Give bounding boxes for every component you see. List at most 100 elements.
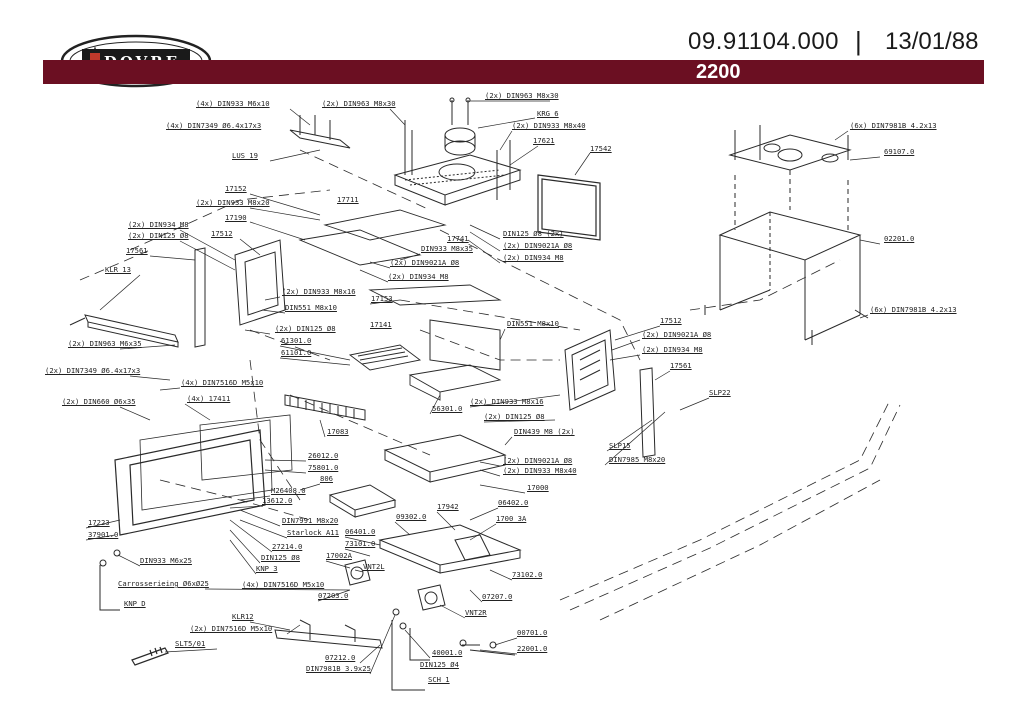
part-label: 22001.0 — [517, 644, 548, 653]
part-label: 17153 — [371, 294, 393, 303]
title-band — [43, 60, 984, 84]
part-label: DIN125 Ø4 — [420, 660, 459, 669]
part-label: 17741 — [447, 234, 469, 243]
bolts-top — [404, 97, 511, 200]
rail-klr13 — [69, 314, 179, 348]
part-label: 37901.0 — [88, 530, 119, 539]
part-label: DIN933 M8x35 — [421, 244, 473, 253]
part-label: 61101.0 — [281, 348, 312, 357]
glass-panel — [537, 174, 601, 241]
part-label: (2x) DIN933 M8x16 — [470, 397, 544, 406]
part-label: 17002A — [326, 551, 352, 560]
part-label: SCH 1 — [428, 675, 450, 684]
part-label: 17542 — [590, 144, 612, 153]
part-label: KRG 6 — [537, 109, 559, 118]
part-label: DIN125 Ø8 (2x) — [503, 229, 564, 238]
part-label: 07207.0 — [482, 592, 513, 601]
part-label: KNP D — [124, 599, 146, 608]
part-label: 17621 — [533, 136, 555, 145]
part-label: (4x) 17411 — [187, 394, 231, 403]
part-label: 06402.0 — [498, 498, 529, 507]
part-label: SLT5/01 — [175, 639, 206, 648]
screws-misc — [99, 549, 516, 691]
grate-parts — [348, 344, 502, 401]
part-label: 17711 — [337, 195, 359, 204]
part-label: (2x) DIN7516D M5x10 — [190, 624, 273, 633]
part-label: (2x) DIN933 M8x20 — [196, 198, 270, 207]
part-label: (6x) DIN7981B 4.2x13 — [850, 121, 937, 130]
part-label: (2x) DIN934 M8 — [503, 253, 564, 262]
part-label: (2x) DIN125 Ø8 — [275, 324, 336, 333]
part-label: (2x) DIN934 M8 — [388, 272, 449, 281]
part-label: (2x) DIN933 M8x40 — [503, 466, 577, 475]
part-label: (2x) DIN125 Ø8 — [484, 412, 545, 421]
part-label: (2x) DIN660 Ø6x35 — [62, 397, 136, 406]
document-date: 13/01/88 — [885, 28, 979, 55]
part-label: (2x) DIN933 M8x40 — [512, 121, 586, 130]
side-plate-17141 — [429, 319, 501, 371]
part-label: DIN933 M6x25 — [140, 556, 192, 565]
part-label: DIN551 M8x10 — [507, 319, 559, 328]
part-label: (2x) DIN9021A Ø8 — [642, 330, 712, 339]
part-label: 17561 — [126, 246, 148, 255]
ash-pan-806 — [328, 484, 397, 518]
part-label: (2x) DIN125 Ø8 — [128, 231, 189, 240]
header-separator: | — [855, 26, 862, 56]
leader-lines — [85, 100, 881, 675]
part-label: 02201.0 — [884, 234, 915, 243]
part-label: DIN7991 M8x20 — [282, 516, 339, 525]
part-label: 07203.0 — [318, 591, 349, 600]
part-label: 00701.0 — [517, 628, 548, 637]
part-label: (4x) DIN7349 Ø6.4x17x3 — [166, 121, 262, 130]
part-label: (6x) DIN7981B 4.2x13 — [870, 305, 957, 314]
baffle-plates — [298, 209, 502, 306]
part-label: (2x) DIN9021A Ø8 — [390, 258, 460, 267]
part-label: (2x) DIN9021A Ø8 — [503, 456, 573, 465]
top-cover-69107 — [728, 125, 852, 171]
part-label: 17223 — [88, 518, 110, 527]
tool-slt5 — [131, 646, 169, 666]
part-label: 73102.0 — [512, 570, 543, 579]
part-label: 17512 — [211, 229, 233, 238]
part-label: M26408.0 — [271, 486, 306, 495]
document-number: 09.91104.000 — [688, 28, 840, 55]
part-label: (4x) DIN933 M6x10 — [196, 99, 270, 108]
mantle-02201 — [704, 170, 869, 345]
part-label: (2x) DIN963 M6x35 — [68, 339, 142, 348]
part-label: DIN125 Ø8 — [261, 553, 300, 562]
part-label: VNT2R — [465, 608, 487, 617]
part-label: LUS 19 — [232, 151, 258, 160]
bracket-lus19 — [289, 115, 351, 149]
right-side-frame — [564, 329, 656, 458]
part-label: 69107.0 — [884, 147, 915, 156]
part-label: Carrosserieing Ø6xØ25 — [118, 579, 209, 588]
part-label: 26012.0 — [308, 451, 339, 460]
part-label: (2x) DIN7349 Ø6.4x17x3 — [45, 366, 141, 375]
part-label: (2x) DIN963 M8x30 — [485, 91, 559, 100]
part-label: (2x) DIN934 M8 — [642, 345, 703, 354]
part-label: KLR 13 — [105, 265, 131, 274]
part-label: (2x) DIN9021A Ø8 — [503, 241, 573, 250]
part-label: 17152 — [225, 184, 247, 193]
part-label: 13612.0 — [262, 496, 293, 505]
part-label: DIN439 M8 (2x) — [514, 427, 575, 436]
part-label: 17083 — [327, 427, 349, 436]
part-label: 07212.0 — [325, 653, 356, 662]
part-label: 40001.0 — [432, 648, 463, 657]
part-label: DIN7981B 3.9x25 — [306, 664, 371, 673]
top-plate — [393, 127, 522, 206]
part-label: 61301.0 — [281, 336, 312, 345]
part-label: 806 — [320, 474, 333, 483]
part-label: (2x) DIN933 M8x16 — [282, 287, 356, 296]
part-label: 17561 — [670, 361, 692, 370]
part-label: KLR12 — [232, 612, 254, 621]
part-label: 56301.0 — [432, 404, 463, 413]
part-label: 17000 — [527, 483, 549, 492]
fan-units — [344, 559, 446, 611]
part-label: DIN551 M8x10 — [285, 303, 337, 312]
left-side-frame — [194, 239, 286, 348]
part-label: 06401.0 — [345, 527, 376, 536]
part-label: 27214.0 — [272, 542, 303, 551]
base-plate — [378, 524, 522, 574]
